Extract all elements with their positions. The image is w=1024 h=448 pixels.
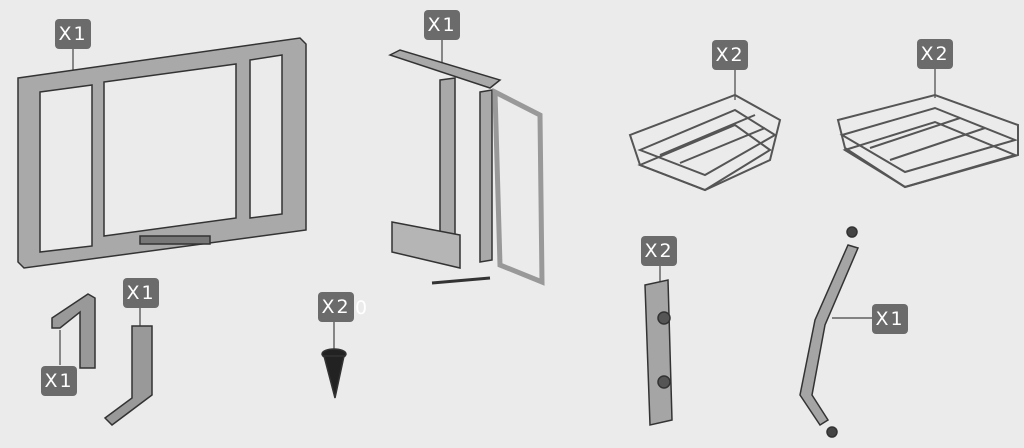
qty-label-bracket-a: X1 (41, 366, 77, 396)
qty-label-screw: X2 (318, 292, 354, 322)
leader-lines (59, 40, 936, 365)
screw-drawing (321, 348, 347, 399)
qty-label-bracket-b: X1 (123, 278, 159, 308)
bracket-a-drawing (51, 293, 96, 369)
pull-out-mechanism-drawing (388, 49, 545, 286)
basket-right-drawing (836, 93, 1019, 189)
qty-label-link-arm: X1 (872, 304, 908, 334)
cabinet-frame-drawing (17, 37, 307, 269)
qty-label-pull-out-mechanism: X1 (424, 10, 460, 40)
qty-label-basket-left: X2 (712, 40, 748, 70)
qty-label-basket-right: X2 (917, 39, 953, 69)
qty-label-hinge-plate: X2 (641, 236, 677, 266)
qty-label-screw-overflow: 0 (355, 297, 368, 319)
basket-left-drawing (628, 93, 782, 192)
qty-label-cabinet-frame: X1 (55, 19, 91, 49)
link-arm-drawing (799, 226, 860, 438)
hinge-plate-drawing (644, 279, 673, 426)
bracket-b-drawing (103, 325, 153, 426)
